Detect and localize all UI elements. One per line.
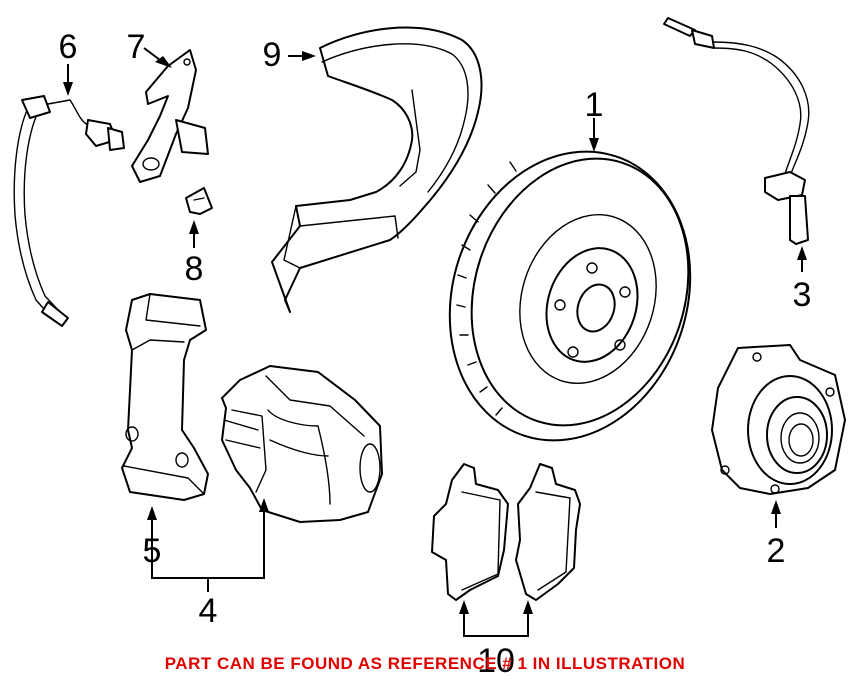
hose-bracket bbox=[131, 49, 209, 183]
callout-number-7: 7 bbox=[127, 28, 146, 66]
dust-shield bbox=[271, 26, 483, 313]
wheel-hub bbox=[711, 344, 846, 495]
brake-caliper bbox=[221, 365, 383, 523]
callout-number-10: 10 bbox=[477, 642, 515, 680]
callout-number-8: 8 bbox=[185, 250, 204, 288]
brake-hose bbox=[13, 95, 125, 327]
callout-number-4: 4 bbox=[199, 592, 218, 630]
callout-number-1: 1 bbox=[585, 86, 604, 124]
callout-number-9: 9 bbox=[263, 36, 282, 74]
abs-sensor bbox=[663, 17, 810, 245]
caliper-bracket bbox=[121, 293, 209, 501]
callout-number-3: 3 bbox=[793, 276, 812, 314]
clip bbox=[185, 187, 213, 215]
brake-rotor bbox=[448, 150, 692, 442]
callout-number-6: 6 bbox=[59, 28, 78, 66]
callout-number-5: 5 bbox=[143, 532, 162, 570]
callout-number-2: 2 bbox=[767, 532, 786, 570]
callout-lines bbox=[63, 47, 807, 637]
reference-note: PART CAN BE FOUND AS REFERENCE # 1 IN IL… bbox=[164, 654, 686, 673]
brake-pads bbox=[431, 463, 581, 601]
